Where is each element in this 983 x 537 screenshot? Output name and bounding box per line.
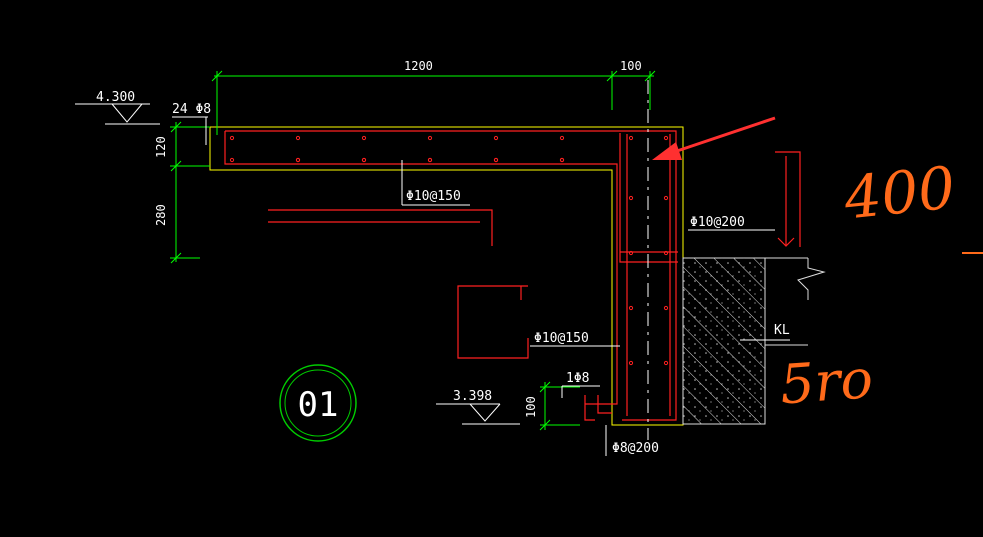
- rebar-dot: [663, 195, 669, 201]
- dimension-lines: [170, 70, 656, 431]
- rebar-label-wall-mid: Φ10@150: [534, 331, 589, 346]
- rebar-dot: [663, 305, 669, 311]
- detail-number: 01: [298, 385, 339, 425]
- dim-bottom-height: 100: [524, 396, 538, 418]
- rebar-label-wall-top: Φ10@200: [690, 215, 745, 230]
- rebar-dot: [229, 157, 235, 163]
- rebar-dot: [295, 135, 301, 141]
- dim-drop-height: 280: [154, 204, 168, 226]
- rebar-dot: [427, 157, 433, 163]
- rebar-label-top-bar: 24 Φ8: [172, 102, 211, 117]
- rebar-label-stirrup: Φ8@200: [612, 441, 659, 456]
- detail-circle: [279, 364, 357, 442]
- annotation-arrow: [652, 116, 776, 160]
- beam-section-kl: [682, 257, 826, 425]
- rebar-dot: [229, 135, 235, 141]
- rebar-dot: [628, 360, 634, 366]
- dim-top-edge: 100: [620, 59, 642, 73]
- rebar-dot: [295, 157, 301, 163]
- rebar-dot: [663, 135, 669, 141]
- rebar-dot: [628, 305, 634, 311]
- elevation-top: 4.300: [96, 90, 135, 105]
- handwritten-value-top: 400: [840, 153, 958, 232]
- elevation-bottom: 3.398: [453, 389, 492, 404]
- concrete-outline: [209, 126, 684, 426]
- rebar-dot: [663, 250, 669, 256]
- rebar-label-bottom-bar: 1Φ8: [566, 371, 589, 386]
- rebar-dot: [663, 360, 669, 366]
- rebar-dot: [361, 157, 367, 163]
- rebar-lines: [224, 130, 801, 421]
- handwritten-value-bottom: 5ro: [778, 347, 875, 416]
- rebar-dot: [427, 135, 433, 141]
- dim-top-span: 1200: [404, 59, 433, 73]
- rebar-dot: [493, 135, 499, 141]
- rebar-dot: [361, 135, 367, 141]
- rebar-dot: [628, 195, 634, 201]
- rebar-dots: [229, 135, 669, 366]
- rebar-dot: [559, 157, 565, 163]
- dim-slab-thickness: 120: [154, 136, 168, 158]
- rebar-dot: [628, 250, 634, 256]
- leader-lines: [75, 103, 790, 456]
- rebar-dot: [559, 135, 565, 141]
- rebar-label-slab-dist: Φ10@150: [406, 189, 461, 204]
- beam-label: KL: [774, 323, 790, 338]
- rebar-dot: [628, 135, 634, 141]
- rebar-dot: [493, 157, 499, 163]
